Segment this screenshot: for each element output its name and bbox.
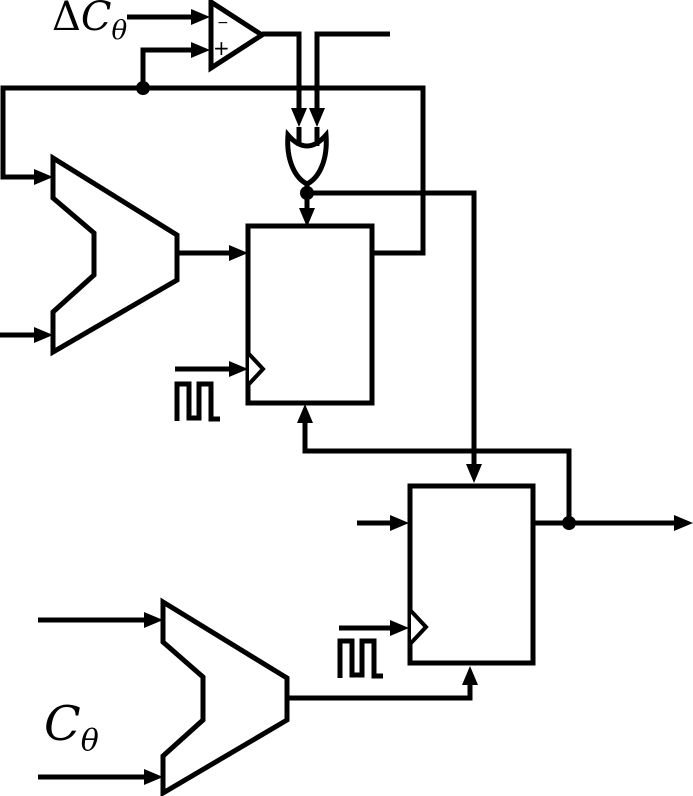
wire-comparator-plus-feedback [140, 42, 210, 90]
wire-or-to-reg2 [307, 190, 482, 483]
wire-reg2-data-input [357, 515, 409, 531]
register-1 [245, 223, 375, 406]
junction-dot [136, 81, 150, 95]
wire-segment [314, 31, 390, 110]
wire-reg2-to-reg1-feedback [297, 404, 572, 523]
delta-symbol: Δ [52, 0, 81, 40]
register-2 [407, 483, 536, 666]
c-symbol: C [80, 0, 112, 40]
wire-top-stub-input [309, 31, 390, 127]
wire-segment [0, 85, 426, 256]
wire-comparator-output [262, 31, 307, 127]
arrowhead [309, 108, 325, 127]
clock-waveform-icon [337, 638, 383, 679]
wire-delta-input [127, 9, 210, 25]
wire-segment [262, 31, 302, 110]
comparator: − + [208, 0, 267, 73]
arrowhead [299, 208, 315, 227]
register-body [245, 223, 375, 406]
register-body [407, 483, 536, 666]
c-theta-label: Cθ [44, 700, 99, 757]
arrowhead [144, 612, 163, 628]
arrowhead [297, 404, 313, 423]
arrowhead [229, 245, 248, 261]
c-symbol: C [44, 696, 81, 752]
or-gate-body [285, 128, 329, 187]
wire-reg1-feedback [0, 81, 426, 256]
arrowhead [466, 464, 482, 483]
mux-1 [50, 153, 180, 357]
wire-mux2-input-b [38, 769, 163, 785]
delta-c-theta-label: ΔCθ [52, 0, 127, 44]
wire-mux2-to-reg2 [288, 666, 478, 701]
theta-subscript: θ [111, 16, 128, 46]
wire-reg2-output [533, 515, 693, 531]
wire-segment [288, 683, 473, 701]
arrowhead [144, 769, 163, 785]
mux-2 [160, 597, 290, 796]
arrowhead [390, 515, 409, 531]
wire-segment [140, 47, 193, 90]
clock-edge-triangle-icon [409, 609, 429, 645]
theta-subscript: θ [80, 723, 99, 759]
comparator-minus-label: − [217, 15, 229, 31]
or-gate [285, 127, 329, 187]
wire-clock2 [339, 620, 409, 636]
wire-or-to-reg1 [299, 180, 315, 227]
clock-edge-triangle-icon [247, 352, 266, 386]
arrowhead [34, 169, 53, 185]
arrowhead [291, 108, 307, 127]
arrowhead [34, 327, 53, 343]
arrowhead [191, 42, 210, 58]
clock-waveform-icon [174, 381, 220, 422]
comparator-plus-label: + [213, 36, 230, 60]
arrowhead [191, 9, 210, 25]
arrowhead [674, 515, 693, 531]
comparator-body [208, 0, 267, 73]
arrowhead [229, 361, 248, 377]
arrowhead [462, 666, 478, 685]
wire-segment [307, 190, 477, 466]
mux-body [50, 153, 180, 357]
wire-clock1 [175, 361, 248, 377]
arrowhead [390, 620, 409, 636]
wire-mux1-to-reg1 [177, 245, 248, 261]
junction-dot [562, 516, 576, 530]
wire-segment [302, 421, 572, 523]
wire-mux2-input-a [38, 612, 163, 628]
mux-body [160, 597, 290, 796]
wire-mux1-input-b [0, 327, 53, 343]
